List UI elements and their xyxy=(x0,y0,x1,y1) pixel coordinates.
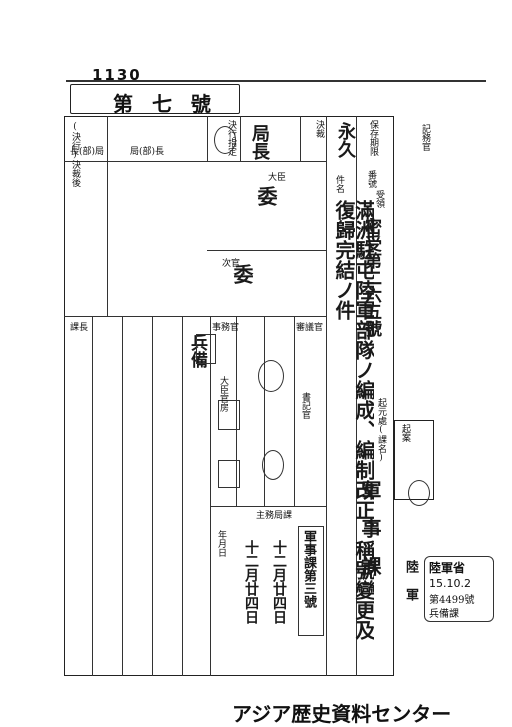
hw-subject-1: 滿洲駐屯陸軍部隊ノ編成、編制改正、稱號變更及復歸完結ノ件 xyxy=(334,200,374,640)
divider xyxy=(182,316,183,676)
label-kacho: 課長 xyxy=(70,323,89,333)
divider xyxy=(152,316,153,676)
hw-daijin-mark: 委 xyxy=(254,186,278,206)
hw-seal-text: 軍事課第三號 xyxy=(301,530,316,608)
divider xyxy=(107,116,108,316)
divider xyxy=(122,316,123,676)
hw-date-2: 十二月廿四日 xyxy=(271,540,287,624)
label-nagabu: 長(部)局 xyxy=(70,147,105,157)
label-jimukan: 事務官 xyxy=(212,323,240,333)
divider xyxy=(300,116,301,161)
divider xyxy=(264,316,265,506)
hw-hozon: 永久 xyxy=(335,122,356,158)
received-ministry: 陸軍省 xyxy=(429,561,466,575)
seal-stamp xyxy=(214,126,236,154)
hw-origin: 軍事課 xyxy=(358,480,382,594)
label-dai-kan: 大臣官房 xyxy=(218,376,228,412)
label-bango: 番號 xyxy=(366,170,376,188)
divider xyxy=(326,116,327,676)
received-date: 15.10.2 xyxy=(429,577,471,590)
divider xyxy=(207,116,208,161)
right-label: 陸 軍 xyxy=(403,560,418,601)
hw-date: 十二月廿四日 xyxy=(243,540,259,624)
seal-stamp xyxy=(218,400,240,430)
label-jikan: 次官 xyxy=(222,259,241,269)
hw-kacho-mark: 兵備 xyxy=(187,334,207,368)
divider xyxy=(294,316,295,506)
label-shosho: 審議官 xyxy=(296,323,324,333)
hw-jikan-mark: 委 xyxy=(230,264,254,284)
archive-footer: アジア歴史資料センター xyxy=(232,702,452,726)
label-daijin: 大臣 xyxy=(268,173,287,183)
divider xyxy=(64,161,326,162)
label-juryo: 受領 xyxy=(374,190,384,208)
seal-stamp xyxy=(196,334,216,364)
divider xyxy=(207,250,326,251)
received-no: 第4499號 xyxy=(429,595,475,606)
hw-document-no: 密受第二六五號 xyxy=(361,218,381,337)
book-title-box: 第 七 號 xyxy=(70,84,240,116)
label-kessai: 決裁 xyxy=(314,120,324,138)
label-kenmei: 件名 xyxy=(334,175,344,193)
divider xyxy=(240,116,241,161)
header-rule xyxy=(66,80,486,82)
label-sho-kan: 書記官 xyxy=(300,392,310,419)
label-sekisai: 起案 xyxy=(400,424,410,442)
label-kyoku-hen: 起元處(課名) xyxy=(376,398,386,463)
label-hozon-kigen: 保存期限 xyxy=(368,120,378,156)
divider xyxy=(210,316,211,676)
divider xyxy=(64,316,326,317)
seal-stamp xyxy=(298,526,324,636)
label-kyokucho: 局(部)長 xyxy=(130,147,165,157)
label-shimei: 主務局課 xyxy=(256,511,293,521)
seal-stamp xyxy=(218,460,240,488)
divider xyxy=(92,316,93,676)
label-nengappi: 年月日 xyxy=(216,530,226,557)
divider xyxy=(356,116,357,676)
seal-stamp xyxy=(262,450,284,480)
form-frame xyxy=(64,116,394,676)
received-dept: 兵備課 xyxy=(429,609,459,620)
label-kessai-koko: (決行)決裁後 xyxy=(70,122,80,187)
seal-stamp xyxy=(408,480,430,506)
book-title: 第 七 號 xyxy=(113,92,217,116)
label-kimu-kan: 記務官 xyxy=(420,124,430,151)
divider xyxy=(210,506,326,507)
received-stamp: 陸軍省 15.10.2 第4499號 兵備課 xyxy=(424,556,494,622)
hw-kessai-kyoku: 局長 xyxy=(249,124,270,160)
folio-number: 1130 xyxy=(92,66,142,84)
divider xyxy=(236,316,237,506)
seal-stamp xyxy=(258,360,284,392)
